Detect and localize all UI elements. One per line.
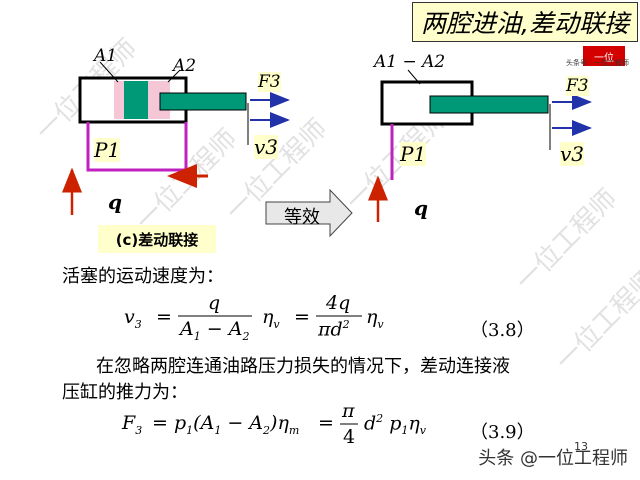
eq2-f3: F3 — [122, 412, 143, 437]
right-cylinder — [380, 80, 549, 126]
label-q: q — [108, 190, 122, 214]
eq1-numerator2: 4q — [326, 292, 351, 314]
eq2-rest: d2 p1ηv — [364, 412, 426, 438]
eq1-v3: v3 — [124, 306, 142, 331]
left-cylinder — [78, 76, 247, 124]
eq2-equals: = — [152, 412, 168, 434]
diagram-caption: (c)差动联接 — [98, 225, 216, 253]
eq1-eta2: ηv — [366, 306, 384, 331]
label-f3-right: F3 — [566, 76, 589, 96]
equivalent-label: 等效 — [284, 207, 320, 228]
eq1-number: （3.8） — [470, 320, 535, 341]
eq1-denominator2: πd2 — [318, 318, 350, 341]
eq2-number: （3.9） — [470, 422, 535, 443]
equivalent-arrow — [265, 188, 353, 238]
force-intro-line2: 压缸的推力为： — [62, 382, 188, 403]
page-title: 两腔进油,差动联接 — [412, 2, 638, 42]
eq2-numerator: π — [342, 400, 355, 422]
eq1-numerator: q — [208, 292, 221, 314]
label-p1: P1 — [94, 138, 121, 162]
speed-intro-text: 活塞的运动速度为： — [62, 266, 224, 287]
a2-leader — [167, 69, 181, 83]
eq2-equals2: = — [318, 412, 334, 434]
label-f3: F3 — [258, 72, 281, 92]
page-number: 13 — [574, 440, 588, 453]
eq1-equals2: = — [294, 306, 310, 328]
eq2-expr: p1(A1 − A2)ηm — [174, 412, 300, 437]
eq2-denominator: 4 — [343, 426, 356, 448]
label-v3: v3 — [254, 135, 279, 159]
logo-subtext: 头条号：一位工程师 — [566, 59, 629, 67]
eq1-eta: ηv — [262, 306, 280, 331]
footer-watermark: 头条 @一位工程师 — [478, 448, 628, 469]
eq1-equals: = — [156, 306, 172, 328]
label-area: A1 − A2 — [374, 52, 446, 72]
label-a2: A2 — [173, 56, 197, 76]
eq1-denominator: A1 − A2 — [180, 318, 250, 343]
label-q-right: q — [414, 196, 428, 220]
label-v3-right: v3 — [560, 142, 585, 166]
oil-pipe — [86, 122, 188, 172]
force-intro-line1: 在忽略两腔连通油路压力损失的情况下，差动连接液 — [96, 356, 510, 377]
logo: 一位 — [583, 46, 625, 66]
label-a1: A1 — [94, 46, 118, 66]
area-leader — [407, 69, 421, 85]
label-p1-right: P1 — [400, 142, 427, 166]
a1-leader — [99, 61, 119, 83]
